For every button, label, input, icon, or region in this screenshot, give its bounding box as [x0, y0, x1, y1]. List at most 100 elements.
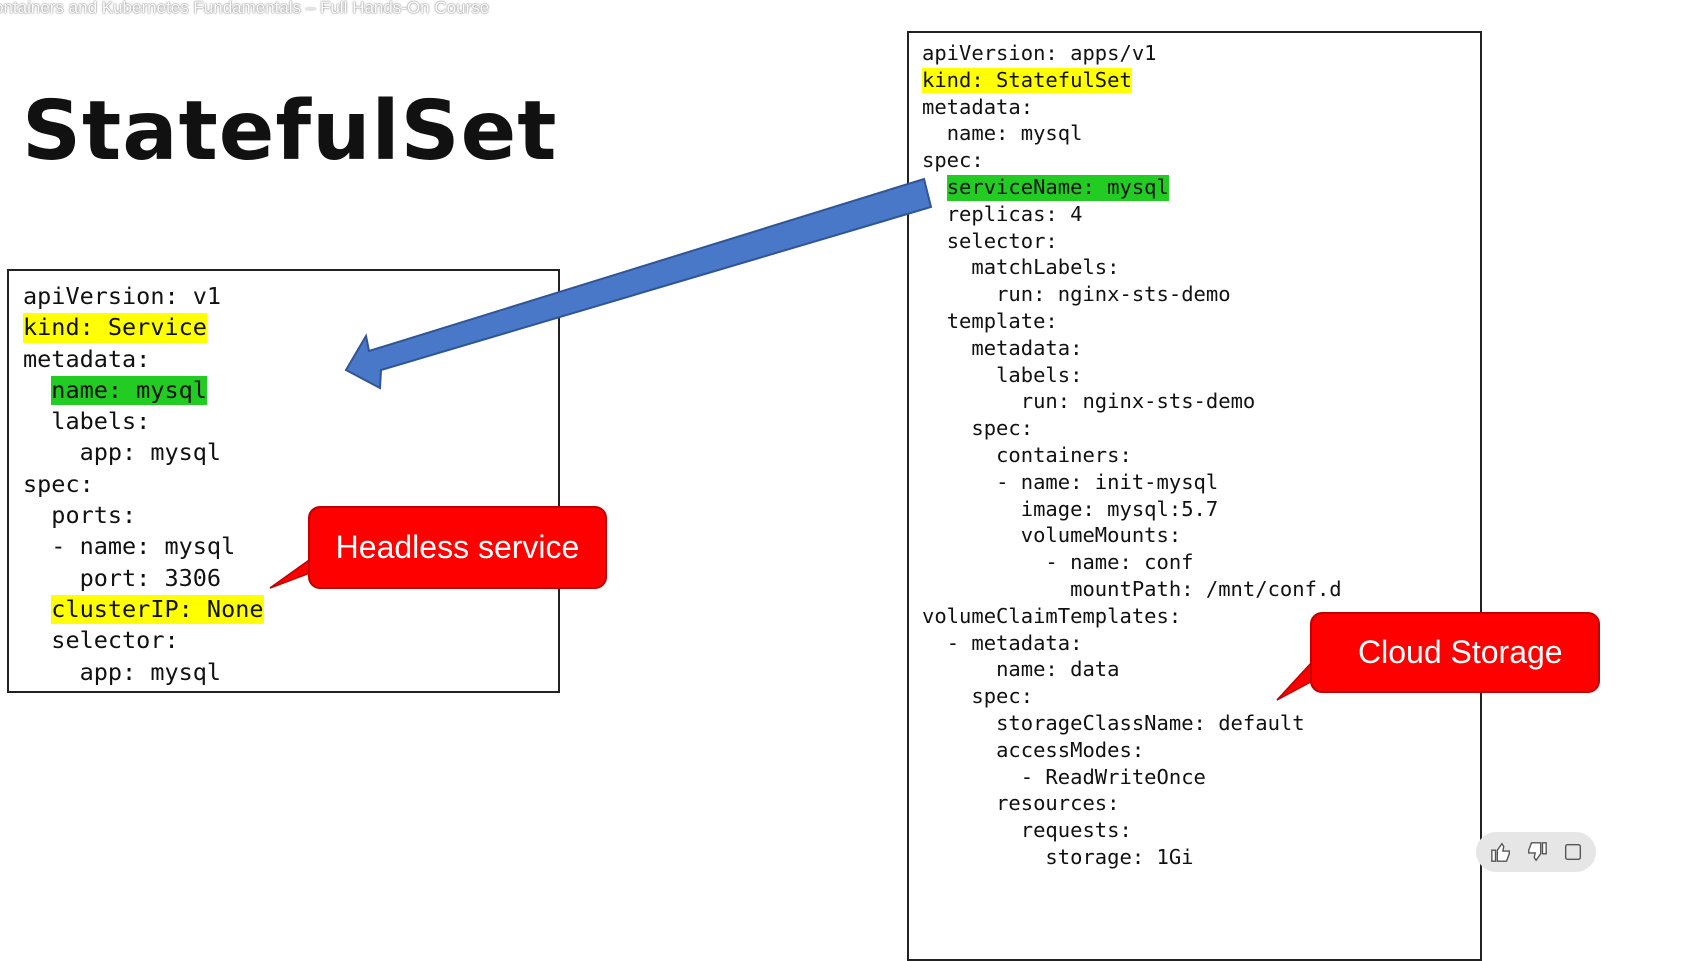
yaml-text: metadata: — [922, 94, 1034, 119]
yaml-text: volumeMounts: — [1020, 523, 1182, 548]
yaml-text: name: mysql — [946, 121, 1083, 146]
yaml-text: accessModes: — [996, 737, 1145, 762]
yaml-line: - ReadWriteOnce — [922, 764, 1480, 791]
yaml-line: run: nginx-sts-demo — [922, 281, 1480, 308]
yaml-text: app: mysql — [79, 438, 222, 467]
yaml-highlighted-text: clusterIP: None — [51, 594, 264, 625]
yaml-highlighted-text: kind: StatefulSet — [922, 67, 1132, 94]
yaml-line: spec: — [23, 469, 558, 500]
yaml-line: name: data — [922, 656, 1480, 683]
yaml-text: - name: mysql — [51, 532, 236, 561]
yaml-text: containers: — [996, 442, 1132, 467]
yaml-text: labels: — [996, 362, 1083, 387]
yaml-text: app: mysql — [79, 657, 222, 686]
yaml-line: run: nginx-sts-demo — [922, 388, 1480, 415]
yaml-line: kind: Service — [23, 312, 558, 343]
yaml-line: volumeClaimTemplates: — [922, 603, 1480, 630]
yaml-line: image: mysql:5.7 — [922, 496, 1480, 523]
yaml-line: volumeMounts: — [922, 522, 1480, 549]
yaml-line: labels: — [922, 362, 1480, 389]
yaml-line: name: mysql — [23, 375, 558, 406]
thumbs-down-icon[interactable] — [1524, 838, 1550, 866]
video-title: ontainers and Kubernetes Fundamentals – … — [0, 0, 490, 17]
yaml-line: labels: — [23, 406, 558, 437]
yaml-line: - name: mysql — [23, 531, 558, 562]
yaml-line: matchLabels: — [922, 254, 1480, 281]
yaml-highlighted-text: kind: Service — [23, 313, 207, 343]
yaml-text: requests: — [1020, 818, 1132, 843]
yaml-text: - metadata: — [946, 630, 1083, 655]
yaml-text: - ReadWriteOnce — [1020, 764, 1206, 789]
yaml-line: metadata: — [922, 335, 1480, 362]
yaml-line: kind: StatefulSet — [922, 67, 1480, 94]
yaml-text: apiVersion: apps/v1 — [922, 41, 1157, 65]
yaml-text: metadata: — [971, 335, 1083, 360]
yaml-text: storageClassName: default — [996, 710, 1305, 735]
yaml-line: serviceName: mysql — [922, 174, 1480, 201]
thumbs-up-icon[interactable] — [1488, 838, 1514, 866]
yaml-line: spec: — [922, 415, 1480, 442]
yaml-line: apiVersion: v1 — [23, 281, 558, 312]
yaml-line: clusterIP: None — [23, 594, 558, 625]
yaml-text: spec: — [971, 684, 1034, 709]
yaml-text: ports: — [51, 501, 137, 530]
yaml-text: replicas: 4 — [946, 201, 1083, 226]
yaml-line: ports: — [23, 500, 558, 531]
yaml-text: resources: — [996, 791, 1120, 816]
yaml-line: - name: conf — [922, 549, 1480, 576]
yaml-line: spec: — [922, 683, 1480, 710]
yaml-text: selector: — [946, 228, 1058, 253]
yaml-highlighted-text: name: mysql — [51, 375, 207, 406]
yaml-line: template: — [922, 308, 1480, 335]
yaml-line: metadata: — [23, 344, 558, 375]
yaml-text: selector: — [51, 626, 179, 655]
yaml-line: port: 3306 — [23, 563, 558, 594]
yaml-text: matchLabels: — [971, 255, 1120, 280]
yaml-line: metadata: — [922, 94, 1480, 121]
yaml-line: spec: — [922, 147, 1480, 174]
blue-arrow-shape — [344, 177, 933, 390]
yaml-line: replicas: 4 — [922, 201, 1480, 228]
yaml-line: storage: 1Gi — [922, 844, 1480, 871]
yaml-text: volumeClaimTemplates: — [922, 603, 1182, 628]
yaml-line: app: mysql — [23, 657, 558, 688]
yaml-text: storage: 1Gi — [1045, 844, 1194, 869]
yaml-text: template: — [946, 308, 1058, 333]
yaml-line: selector: — [922, 228, 1480, 255]
yaml-text: run: nginx-sts-demo — [1020, 389, 1256, 414]
yaml-text: run: nginx-sts-demo — [996, 282, 1231, 307]
yaml-text: mountPath: /mnt/conf.d — [1070, 576, 1342, 601]
yaml-line: mountPath: /mnt/conf.d — [922, 576, 1480, 603]
yaml-text: labels: — [51, 407, 151, 436]
yaml-line: apiVersion: apps/v1 — [922, 40, 1480, 67]
yaml-text: image: mysql:5.7 — [1020, 496, 1219, 521]
yaml-line: storageClassName: default — [922, 710, 1480, 737]
yaml-line: accessModes: — [922, 737, 1480, 764]
yaml-text: spec: — [23, 469, 94, 498]
yaml-text: spec: — [971, 416, 1034, 441]
yaml-text: - name: init-mysql — [996, 469, 1219, 494]
yaml-highlighted-text: serviceName: mysql — [946, 174, 1169, 201]
yaml-text: port: 3306 — [79, 563, 222, 592]
yaml-line: containers: — [922, 442, 1480, 469]
yaml-line: - metadata: — [922, 630, 1480, 657]
yaml-text: name: data — [996, 657, 1120, 682]
slide-title: StatefulSet — [22, 84, 558, 179]
yaml-text: - name: conf — [1045, 550, 1194, 575]
yaml-line: selector: — [23, 625, 558, 656]
yaml-text: spec: — [922, 148, 984, 173]
yaml-line: requests: — [922, 817, 1480, 844]
yaml-line: name: mysql — [922, 120, 1480, 147]
yaml-line: resources: — [922, 790, 1480, 817]
share-icon[interactable] — [1560, 838, 1586, 866]
video-feedback-controls — [1476, 832, 1596, 872]
headless-service-callout: Headless service — [308, 506, 607, 589]
yaml-line: app: mysql — [23, 437, 558, 468]
yaml-text: metadata: — [23, 344, 151, 373]
yaml-text: apiVersion: v1 — [23, 282, 222, 310]
yaml-line: - name: init-mysql — [922, 469, 1480, 496]
cloud-storage-callout: Cloud Storage — [1310, 612, 1600, 693]
